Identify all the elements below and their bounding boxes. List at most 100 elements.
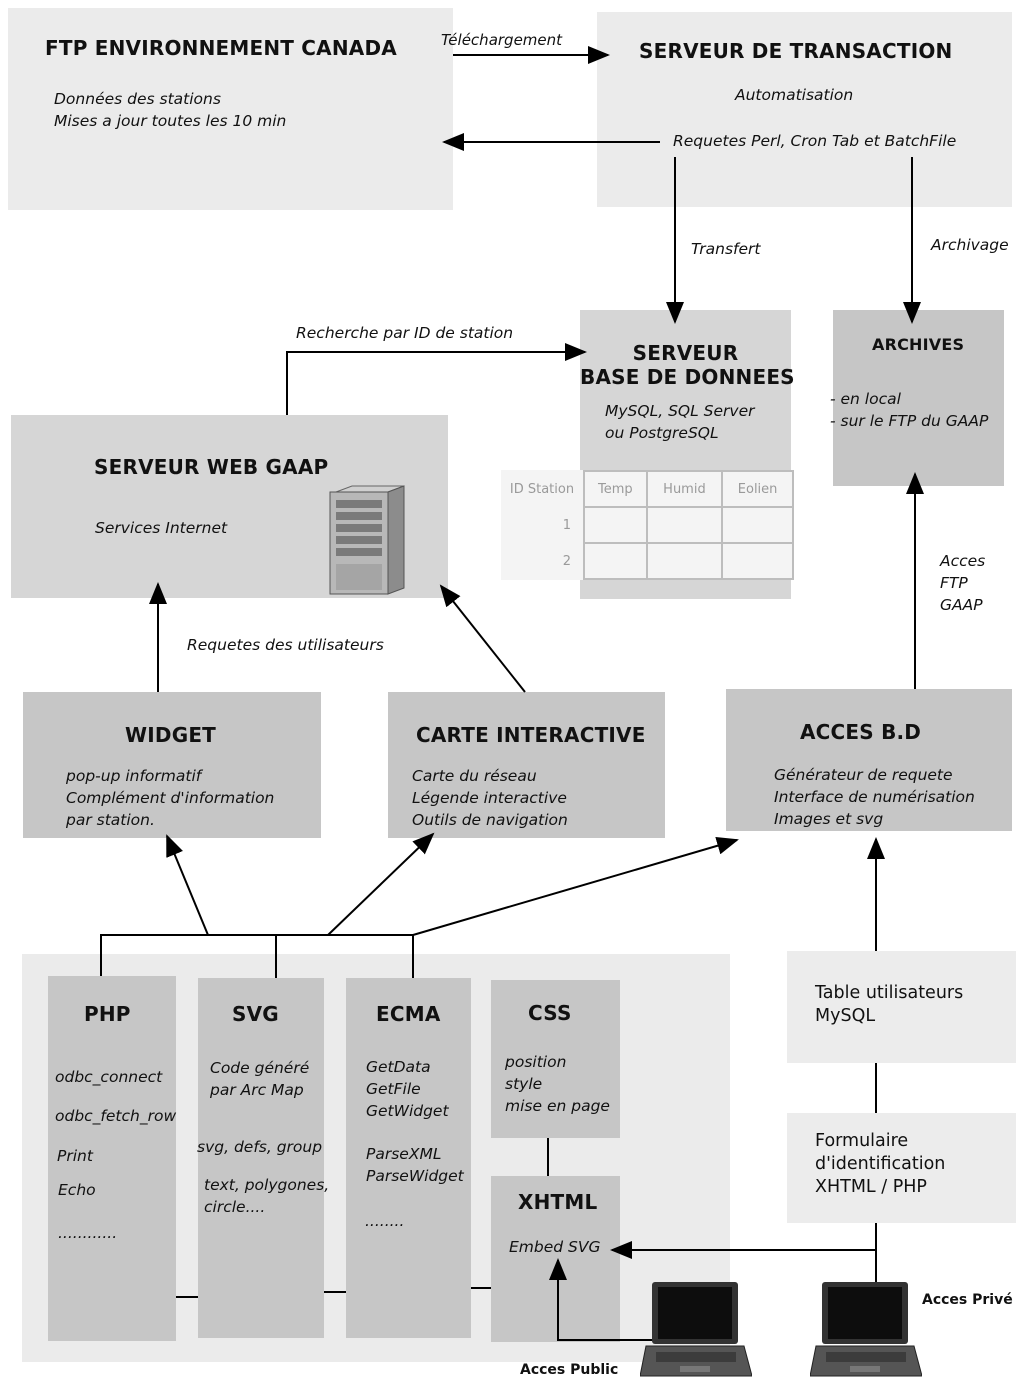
php-box [48,976,176,1341]
db-table-row-2: 2 [562,553,571,569]
transaction-subtitle: Automatisation [735,86,854,104]
acces-bd-box [726,689,1012,831]
acces-bd-line-1: Générateur de requete [774,766,953,784]
ecma-line-3: GetWidget [366,1102,449,1120]
db-table-cell [721,506,794,544]
arrow-bus-carte [327,832,435,936]
laptop-public-icon [640,1282,752,1377]
widget-line-3: par station. [66,811,155,829]
acces-bd-line-3: Images et svg [774,810,884,828]
ftp-details: Données des stations Mises a jour toutes… [54,88,286,132]
table-users-text: Table utilisateurs MySQL [815,982,963,1028]
table-users-line-2: MySQL [815,1006,876,1026]
php-item: Echo [58,1181,96,1199]
ecma-line-5: ParseWidget [366,1167,464,1185]
label-requetes-users: Requetes des utilisateurs [187,636,384,654]
php-item: odbc_connect [55,1068,163,1086]
db-server-title-2: BASE DE DONNEES [580,365,795,389]
widget-line-1: pop-up informatif [66,767,202,785]
label-telechargement: Téléchargement [441,31,563,49]
ecma-box [346,978,471,1338]
carte-line-3: Outils de navigation [412,811,568,829]
ecma-details-2: ParseXML ParseWidget [366,1143,464,1187]
svg-box [198,978,324,1338]
db-table-row-1: 1 [562,517,571,533]
widget-title: WIDGET [125,723,217,747]
svg-title: SVG [232,1002,279,1026]
acces-public-label: Acces Public [520,1362,619,1378]
archives-line-1: - en local [830,390,901,408]
db-table-header-humid: Humid [645,470,724,508]
carte-line-2: Légende interactive [412,789,567,807]
acces-bd-details: Générateur de requete Interface de numér… [774,764,975,830]
server-icon [329,485,405,595]
carte-details: Carte du réseau Légende interactive Outi… [412,765,568,831]
db-server-title-1: SERVEUR [632,341,739,365]
ecma-title: ECMA [376,1002,441,1026]
transaction-detail: Requetes Perl, Cron Tab et BatchFile [673,132,957,150]
archives-box [833,310,1004,486]
table-users-line-1: Table utilisateurs [815,983,964,1003]
label-transfert: Transfert [691,240,761,258]
db-server-details: MySQL, SQL Server ou PostgreSQL [605,400,755,444]
arrow-bus-acces [412,836,739,936]
xhtml-detail: Embed SVG [509,1238,601,1256]
xhtml-title: XHTML [518,1190,598,1214]
db-table-cell [583,542,648,580]
archives-details: - en local - sur le FTP du GAAP [830,388,988,432]
ftp-box [8,8,453,210]
acces-prive-label: Acces Privé [922,1292,1013,1308]
web-subtitle: Services Internet [95,519,228,537]
formulaire-box [787,1113,1016,1223]
ecma-line-2: GetFile [366,1080,421,1098]
arrow-carte-web [439,584,526,693]
widget-details: pop-up informatif Complément d'informati… [66,765,274,831]
ecma-details-1: GetData GetFile GetWidget [366,1056,449,1122]
ftp-line-2: Mises a jour toutes les 10 min [54,112,287,130]
carte-box [388,692,665,838]
ecma-line-6: ........ [365,1212,405,1230]
ftp-title: FTP ENVIRONNEMENT CANADA [45,36,397,60]
css-box [491,980,620,1138]
acces-bd-title: ACCES B.D [800,720,922,744]
acces-ftp-line-1: Acces [940,552,986,570]
db-table-header-id: ID Station [509,481,575,497]
table-users-box [787,951,1016,1063]
label-archivage: Archivage [931,236,1009,254]
css-title: CSS [528,1001,572,1025]
widget-box [23,692,321,838]
db-table: ID Station Temp Humid Eolien 1 2 [501,470,794,580]
php-item: Print [57,1147,93,1165]
acces-ftp-line-3: GAAP [940,596,983,614]
db-server-line-2: ou PostgreSQL [605,424,719,442]
widget-line-2: Complément d'information [66,789,275,807]
formulaire-line-3: XHTML / PHP [815,1177,927,1197]
db-table-header-temp: Temp [583,470,648,508]
db-table-header-eolien: Eolien [721,470,794,508]
db-server-title: SERVEUR BASE DE DONNEES [580,341,795,389]
ecma-line-1: GetData [366,1058,431,1076]
label-acces-ftp: Acces FTP GAAP [940,550,985,616]
archives-line-2: - sur le FTP du GAAP [830,412,989,430]
acces-ftp-line-2: FTP [940,574,968,592]
php-item: odbc_fetch_row [55,1107,177,1125]
db-table-cell [583,506,648,544]
acces-bd-line-2: Interface de numérisation [774,788,975,806]
ecma-line-4: ParseXML [366,1145,442,1163]
arrow-public-xhtml [549,1258,652,1341]
db-table-cell [645,506,724,544]
db-server-box [580,310,791,470]
carte-line-1: Carte du réseau [412,767,537,785]
arrow-prive-xhtml [610,1223,877,1259]
css-line-1: position [505,1053,567,1071]
arrow-recherche [286,343,587,415]
archives-title: ARCHIVES [872,335,965,354]
formulaire-line-2: d'identification [815,1154,946,1174]
carte-title: CARTE INTERACTIVE [416,723,646,747]
tech-bus [100,934,414,978]
css-details: position style mise en page [505,1051,610,1117]
formulaire-text: Formulaire d'identification XHTML / PHP [815,1130,945,1199]
transaction-box [597,12,1012,207]
arrow-bus-widget [166,834,209,936]
